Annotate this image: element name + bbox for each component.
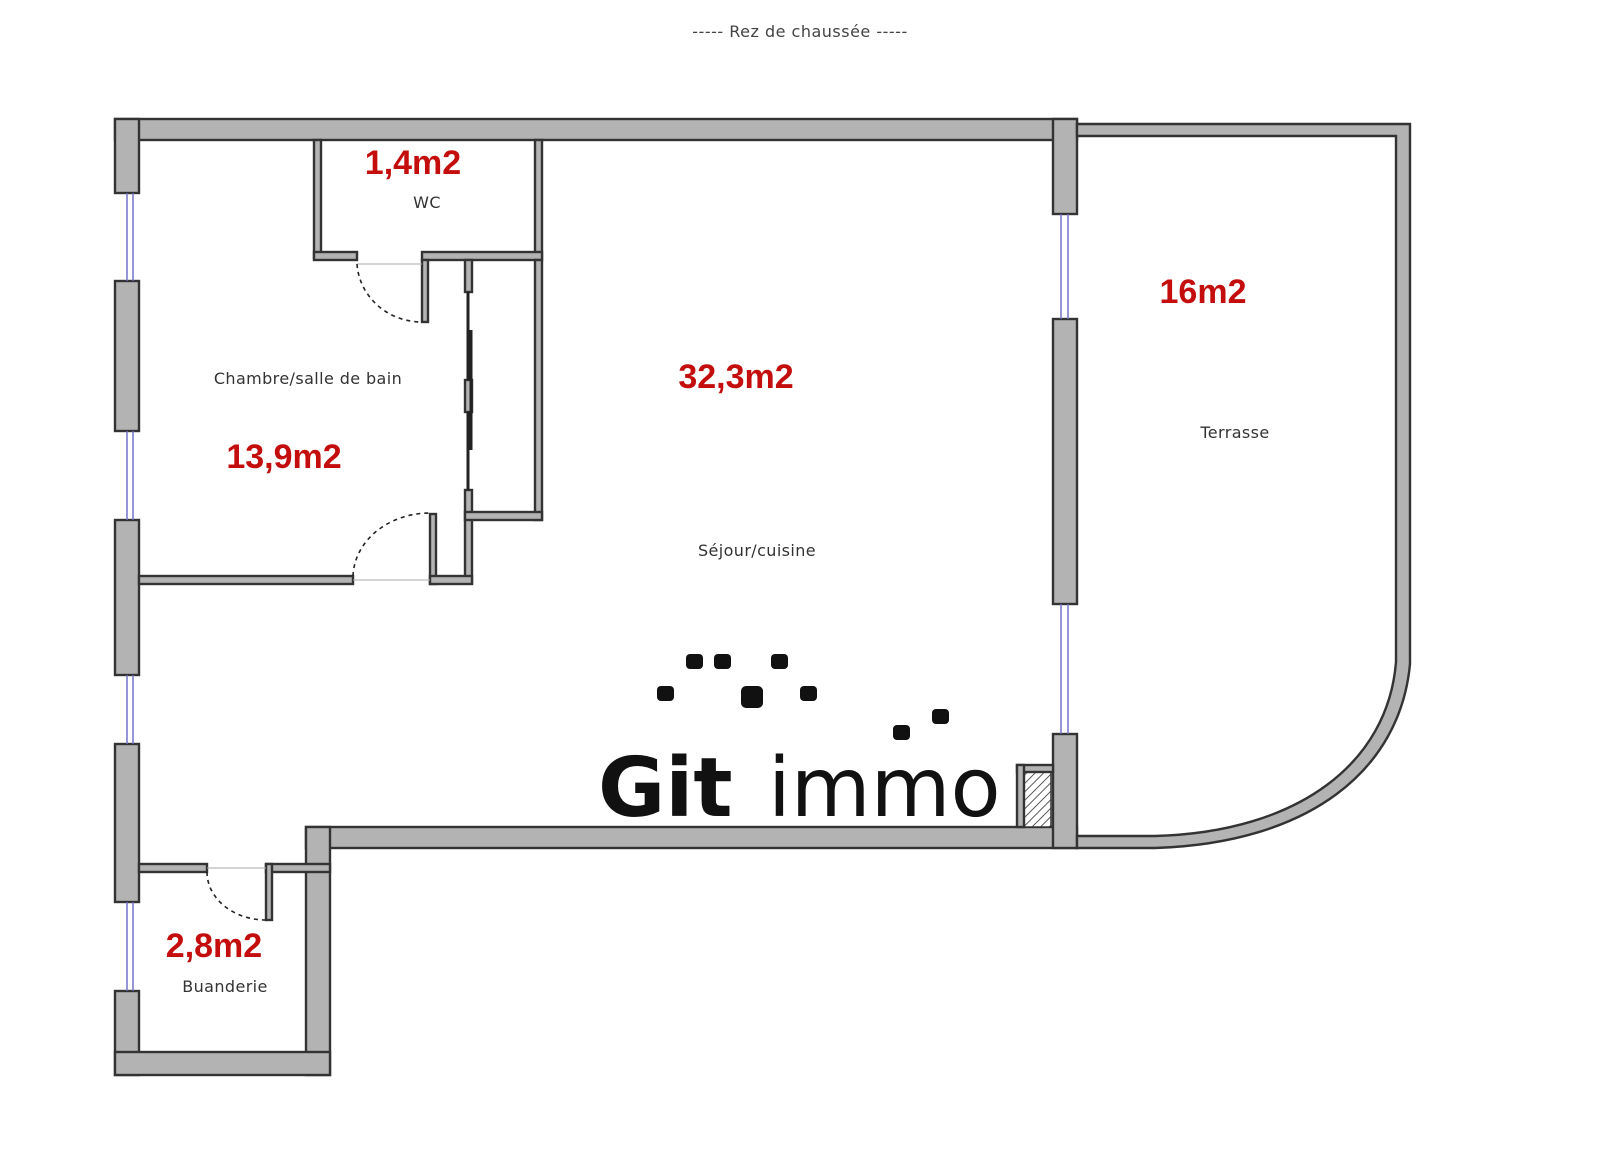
terrace-outline — [1075, 122, 1412, 850]
doors — [206, 263, 431, 921]
room-label-terrasse: Terrasse — [1199, 423, 1269, 442]
room-label-wc: WC — [413, 193, 441, 212]
git-immo-logo: Git immo — [598, 654, 1001, 836]
logo-brand: Git — [598, 741, 733, 836]
logo-suffix: immo — [768, 741, 1001, 836]
room-label-chambre: Chambre/salle de bain — [214, 369, 402, 388]
duct-hatch — [1023, 771, 1052, 828]
room-area-buanderie: 2,8m2 — [166, 927, 262, 965]
level-title: ----- Rez de chaussée ----- — [692, 22, 907, 41]
room-area-sejour: 32,3m2 — [678, 358, 793, 396]
room-label-buanderie: Buanderie — [182, 977, 268, 996]
logo-dots-icon — [657, 654, 949, 740]
room-area-chambre: 13,9m2 — [226, 438, 341, 476]
room-area-terrasse: 16m2 — [1160, 273, 1247, 311]
room-area-wc: 1,4m2 — [365, 144, 461, 182]
room-label-sejour: Séjour/cuisine — [698, 541, 816, 560]
windows — [126, 193, 1069, 991]
